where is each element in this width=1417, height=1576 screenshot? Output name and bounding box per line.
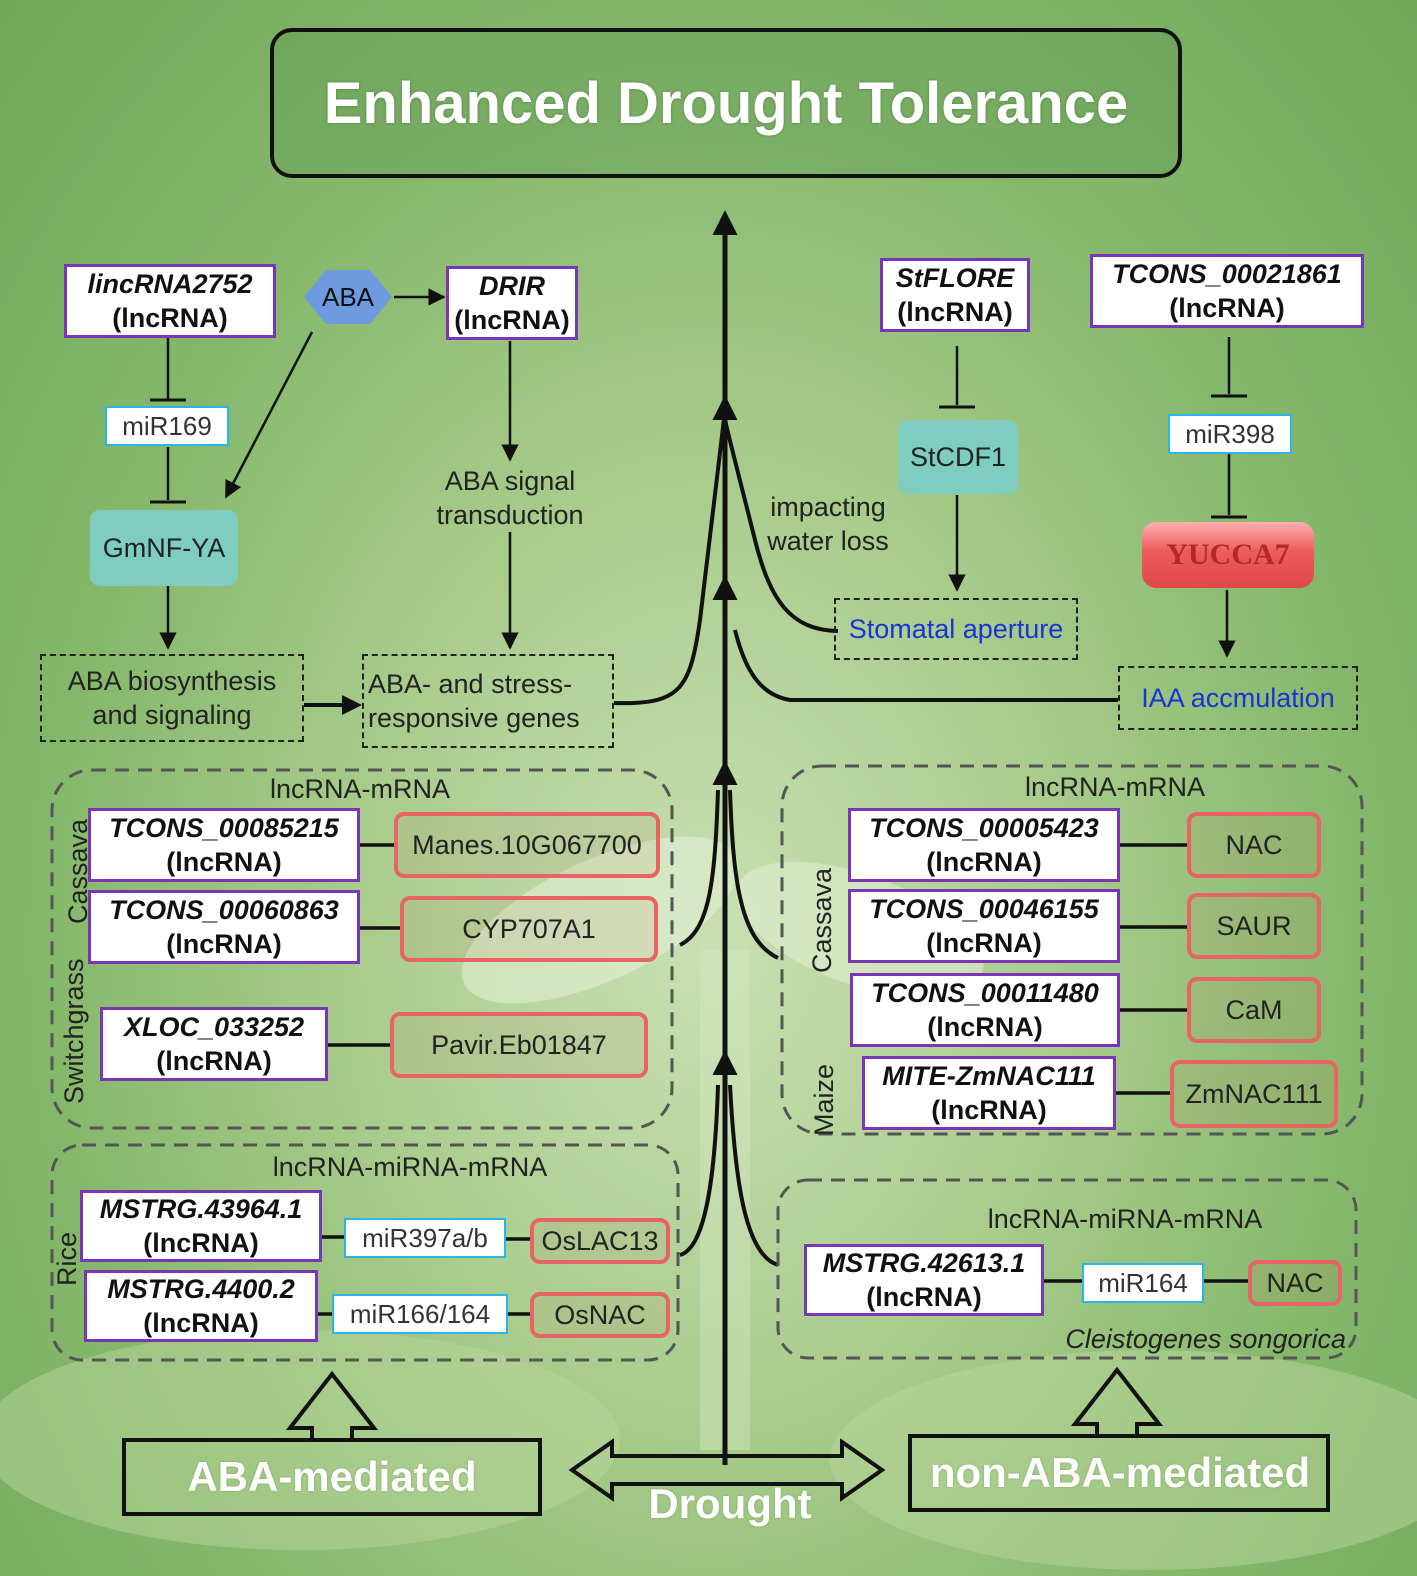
mirna-box-mir166: miR166/164 [332, 1294, 508, 1334]
lncrna-box-mstrg-43964: MSTRG.43964.1 (lncRNA) [80, 1190, 322, 1262]
gene-box-zmnac111: ZmNAC111 [1170, 1060, 1338, 1128]
left-lnc-mrna-heading: lncRNA-mRNA [269, 774, 450, 804]
lncrna-name: TCONS_00060863 [109, 895, 339, 925]
lncrna-name: TCONS_00085215 [109, 813, 339, 843]
aba-biosynthesis-line-1: ABA biosynthesis [67, 666, 277, 696]
page-title: Enhanced Drought Tolerance [270, 28, 1182, 178]
lncrna-name: TCONS_00046155 [869, 894, 1099, 924]
lncrna-type: (lncRNA) [897, 297, 1013, 327]
gene-box-cam: CaM [1187, 977, 1321, 1043]
aba-mediated-label: ABA-mediated [187, 1453, 477, 1500]
lncrna-type: (lncRNA) [931, 1095, 1047, 1125]
iaa-accumulation-box: IAA accmulation [1118, 666, 1358, 730]
gene-box-cyp707a1: CYP707A1 [400, 896, 658, 962]
lncrna-type: (lncRNA) [454, 305, 570, 335]
gene-box-nac: NAC [1187, 812, 1321, 878]
impacting-water-loss-label: impacting water loss [760, 490, 896, 558]
aba-signal-line-2: transduction [436, 500, 584, 530]
impacting-line-2: water loss [767, 526, 889, 556]
mir398-box: miR398 [1168, 414, 1292, 454]
right-lnc-mirna-heading: lncRNA-miRNA-mRNA [987, 1204, 1263, 1234]
aba-stress-genes-box: ABA- and stress- responsive genes [362, 654, 614, 748]
lncrna-type: (lncRNA) [926, 928, 1042, 958]
lncrna-name: MITE-ZmNAC111 [882, 1061, 1096, 1091]
aba-stress-line-1: ABA- and stress- [368, 669, 573, 699]
lncrna-box-tcons-00085215: TCONS_00085215 (lncRNA) [88, 808, 360, 882]
lncrna-box-tcons-00060863: TCONS_00060863 (lncRNA) [88, 890, 360, 964]
aba-biosynthesis-box: ABA biosynthesis and signaling [40, 654, 304, 742]
lncrna-name: lincRNA2752 [87, 269, 253, 299]
stcdf1-box: StCDF1 [898, 420, 1018, 494]
lncrna-type: (lncRNA) [156, 1046, 272, 1076]
gmnf-ya-box: GmNF-YA [90, 510, 238, 586]
tcons-00021861-box: TCONS_00021861 (lncRNA) [1090, 254, 1364, 328]
right-lnc-mrna-heading: lncRNA-mRNA [1024, 772, 1205, 802]
aba-biosynthesis-line-2: and signaling [92, 700, 252, 730]
gene-box-pavir: Pavir.Eb01847 [390, 1012, 648, 1078]
maize-group-label: Maize [809, 1063, 839, 1137]
cassava-group-label-right: Cassava [807, 867, 837, 973]
gene-box-nac-cleistogenes: NAC [1248, 1260, 1342, 1306]
lncrna-box-xloc-033252: XLOC_033252 (lncRNA) [100, 1007, 328, 1081]
lncrna-name: StFLORE [895, 263, 1015, 293]
non-aba-mediated-label: non-ABA-mediated [929, 1449, 1311, 1496]
lncrna-box-mstrg-4400: MSTRG.4400.2 (lncRNA) [84, 1270, 318, 1342]
lncrna-box-tcons-00011480: TCONS_00011480 (lncRNA) [850, 973, 1120, 1047]
mirna-box-mir164: miR164 [1082, 1263, 1204, 1303]
lncrna-type: (lncRNA) [143, 1228, 259, 1258]
aba-hexagon-label: ABA [321, 281, 375, 312]
lncrna-type: (lncRNA) [926, 847, 1042, 877]
mir169-box: miR169 [105, 406, 229, 446]
stflore-box: StFLORE (lncRNA) [880, 258, 1030, 332]
lncrna-name: MSTRG.43964.1 [99, 1194, 303, 1224]
rice-group-label: Rice [52, 1232, 82, 1287]
gene-box-osnac: OsNAC [530, 1292, 670, 1338]
lncrna-type: (lncRNA) [166, 929, 282, 959]
lncrna-type: (lncRNA) [112, 303, 228, 333]
lncrna-type: (lncRNA) [927, 1012, 1043, 1042]
gene-box-manes: Manes.10G067700 [394, 812, 660, 878]
yucca7-box: YUCCA7 [1166, 538, 1290, 571]
lncrna-name: TCONS_00021861 [1112, 259, 1342, 289]
lncrna-name: TCONS_00011480 [871, 978, 1099, 1008]
impacting-line-1: impacting [770, 492, 886, 522]
lncrna-type: (lncRNA) [866, 1282, 982, 1312]
mirna-box-mir397: miR397a/b [344, 1218, 506, 1258]
gene-box-saur: SAUR [1187, 893, 1321, 959]
gene-box-oslac13: OsLAC13 [530, 1218, 670, 1264]
lncrna-name: XLOC_033252 [123, 1012, 305, 1042]
aba-stress-line-2: responsive genes [368, 703, 580, 733]
drought-label: Drought [648, 1480, 812, 1527]
lncrna-type: (lncRNA) [166, 847, 282, 877]
drir-box: DRIR (lncRNA) [446, 266, 578, 340]
lncrna-type: (lncRNA) [1169, 293, 1285, 323]
lncrna-box-tcons-00005423: TCONS_00005423 (lncRNA) [848, 808, 1120, 882]
stomatal-aperture-box: Stomatal aperture [834, 598, 1078, 660]
lncrna-name: MSTRG.42613.1 [822, 1248, 1026, 1278]
species-label: Cleistogenes songorica [1065, 1324, 1346, 1354]
lncrna-box-tcons-00046155: TCONS_00046155 (lncRNA) [848, 889, 1120, 963]
lncrna-name: DRIR [479, 271, 545, 301]
lncrna-type: (lncRNA) [143, 1308, 259, 1338]
switchgrass-group-label: Switchgrass [59, 958, 89, 1104]
lncrna-box-mite-zmnac111: MITE-ZmNAC111 (lncRNA) [862, 1056, 1116, 1130]
lncrna-name: TCONS_00005423 [869, 813, 1099, 843]
left-lnc-mirna-heading: lncRNA-miRNA-mRNA [272, 1152, 548, 1182]
aba-signal-line-1: ABA signal [444, 466, 576, 496]
lncrna-name: MSTRG.4400.2 [107, 1274, 295, 1304]
aba-signal-label: ABA signal transduction [415, 464, 605, 532]
lncrna-box-mstrg-42613: MSTRG.42613.1 (lncRNA) [804, 1244, 1044, 1316]
lincrna2752-box: lincRNA2752 (lncRNA) [64, 264, 276, 338]
